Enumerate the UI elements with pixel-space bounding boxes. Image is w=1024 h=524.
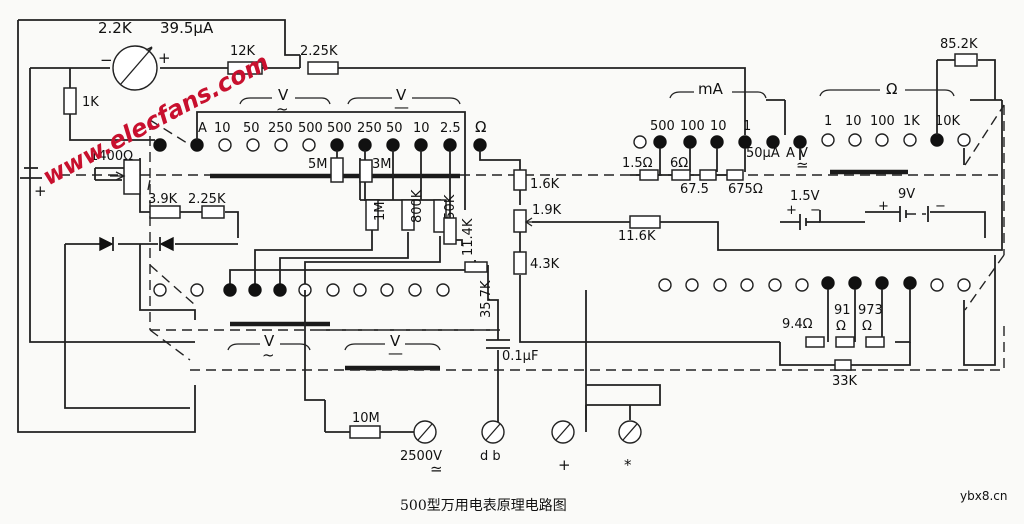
- r5m-label: 5M: [308, 157, 328, 172]
- right-resistors: 1.6K 1.9K 4.3K 11.6K 1.5Ω 6Ω 67.5 675Ω 8…: [513, 37, 978, 275]
- r33k-label: 33K: [832, 374, 858, 389]
- r800k-label: 800K: [410, 189, 425, 223]
- battery-1-5v-label: 1.5V: [790, 189, 820, 204]
- r9-4-label: 9.4Ω: [782, 317, 813, 332]
- lower-group-labels: V ~ V —: [227, 332, 441, 364]
- group-ma-label: mA: [698, 80, 724, 98]
- ohm-100: 100: [870, 114, 895, 129]
- r85-2k-label: 85.2K: [940, 37, 978, 52]
- lower-dc-sym: —: [388, 344, 403, 362]
- upper-switch-wiring: [196, 59, 1003, 432]
- ohm-1k: 1K: [903, 114, 920, 129]
- r91-unit: Ω: [836, 319, 846, 334]
- r973-label: 973: [858, 303, 883, 318]
- right-dashed: [190, 104, 1005, 371]
- terminal-2500v-label: 2500V: [400, 449, 442, 464]
- upper-contacts: [153, 133, 971, 152]
- r3m-label: 3M: [372, 157, 392, 172]
- r67-5-label: 67.5: [680, 182, 709, 197]
- r6-label: 6Ω: [670, 156, 688, 171]
- capacitor-label: 0.1μF: [502, 349, 538, 364]
- terminal-db-label: d b: [480, 449, 501, 464]
- pos-250b: 250: [357, 121, 382, 136]
- svg-text:−: −: [810, 203, 821, 218]
- meter-resistance-label: 2.2K: [98, 19, 133, 37]
- ma-500: 500: [650, 119, 675, 134]
- svg-text:+: +: [786, 203, 797, 218]
- pos-10: 10: [214, 121, 231, 136]
- terminal-2500v-sym: ≃: [430, 460, 443, 478]
- pos-50b: 50: [386, 121, 403, 136]
- pos-10b: 10: [413, 121, 430, 136]
- lower-ac-v-label: V: [264, 332, 275, 350]
- lower-dc-v-label: V: [390, 332, 401, 350]
- group-dc-v-label: V: [396, 86, 407, 104]
- group-dc-sym: —: [394, 98, 409, 116]
- lower-ac-sym: ~: [262, 346, 275, 364]
- diodes: [99, 236, 174, 252]
- battery-9v-label: 9V: [898, 187, 915, 202]
- terminal-star-label: *: [624, 456, 632, 474]
- meter-plus-label: +: [158, 49, 171, 67]
- pos-500b: 500: [327, 121, 352, 136]
- r91-label: 91: [834, 303, 851, 318]
- lower-contacts: [153, 276, 971, 297]
- pos-250: 250: [268, 121, 293, 136]
- va-sym: ≃: [796, 156, 809, 174]
- r11-4k-label: 11.4K: [461, 218, 476, 256]
- r1m-label: 1M: [373, 202, 388, 222]
- group-ohm-label: Ω: [886, 80, 897, 98]
- svg-text:−: −: [935, 199, 946, 214]
- r35-7k-label: 35.7K: [479, 280, 494, 318]
- ma-100: 100: [680, 119, 705, 134]
- r2-25k-top-label: 2.25K: [300, 44, 338, 59]
- ma-10: 10: [710, 119, 727, 134]
- r973-unit: Ω: [862, 319, 872, 334]
- group-ac-v-label: V: [278, 86, 289, 104]
- r10m-label: 10M: [352, 411, 380, 426]
- meter-minus-label: −: [100, 51, 113, 69]
- r1k-label: 1K: [82, 95, 99, 110]
- pos-500a: 500: [298, 121, 323, 136]
- r2-25k-label: 2.25K: [188, 192, 226, 207]
- ua-label: 50μA: [746, 146, 780, 161]
- pos-2-5: 2.5: [440, 121, 461, 136]
- pos-A: A: [198, 121, 207, 136]
- ohm-10k: 10K: [935, 114, 961, 129]
- watermark-ybx8: ybx8.cn: [960, 489, 1007, 503]
- r3-9k-label: 3.9K: [148, 192, 178, 207]
- mid-resistors: 5M 3M 1M 800K 150K 11.4K 35.7K: [308, 157, 494, 318]
- r1-6k-label: 1.6K: [530, 177, 560, 192]
- r12k-label: 12K: [230, 44, 256, 59]
- left-resistors: 12K 2.25K 1K 1400Ω 3.9K 2.25K: [63, 44, 339, 219]
- upper-switch-positions: A 10 50 250 500 500 250 50 10 2.5 Ω 500 …: [198, 114, 961, 174]
- r1-5-label: 1.5Ω: [622, 156, 653, 171]
- terminals: 2500V ≃ d b + *: [400, 420, 642, 478]
- ohm-1: 1: [824, 114, 832, 129]
- terminal-plus-label: +: [558, 456, 571, 474]
- group-ac-sym: ~: [276, 100, 289, 118]
- r11-6k-label: 11.6K: [618, 229, 656, 244]
- meter-current-label: 39.5μA: [160, 19, 214, 37]
- r1-9k-label: 1.9K: [532, 203, 562, 218]
- lower-resistors: 9.4Ω 91 Ω 973 Ω 33K 10M: [349, 303, 885, 439]
- pos-ohm: Ω: [475, 118, 486, 136]
- svg-text:+: +: [878, 199, 889, 214]
- galvanometer: 2.2K 39.5μA − +: [98, 19, 214, 91]
- r4-3k-label: 4.3K: [530, 257, 560, 272]
- r675-label: 675Ω: [728, 182, 763, 197]
- ohm-10: 10: [845, 114, 862, 129]
- diagram-caption: 500型万用电表原理电路图: [400, 498, 567, 514]
- ma-1: 1: [743, 119, 751, 134]
- frame-wires: [17, 19, 1004, 433]
- r1400-label: 1400Ω: [90, 149, 133, 164]
- va-label: A V: [786, 146, 808, 161]
- capacitor: 0.1μF: [486, 339, 538, 364]
- svg-text:+: +: [34, 182, 47, 200]
- left-battery: +: [20, 167, 47, 200]
- pos-50: 50: [243, 121, 260, 136]
- right-batteries: + − 1.5V + − 9V: [780, 187, 946, 230]
